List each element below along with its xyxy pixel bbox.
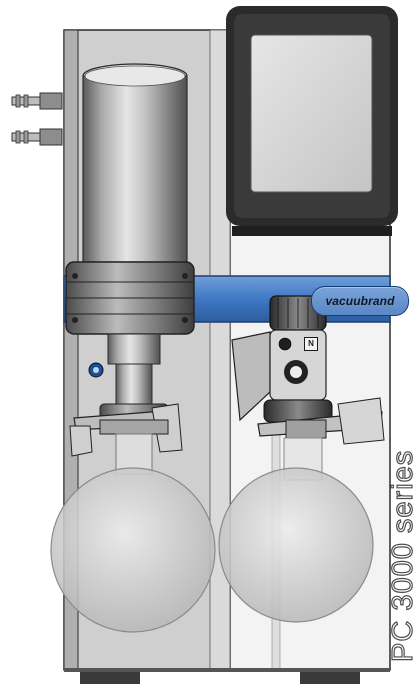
left-flask bbox=[50, 433, 216, 633]
brand-logo: vacuubrand bbox=[311, 286, 409, 316]
display-screen bbox=[250, 34, 373, 193]
product-series-label: PC 3000 series bbox=[386, 449, 419, 662]
right-flask bbox=[218, 437, 374, 623]
touchscreen-display bbox=[226, 6, 398, 236]
valve-mode-label: N bbox=[304, 337, 318, 351]
condenser-cylinder bbox=[65, 63, 195, 421]
hose-barb-icon bbox=[11, 92, 63, 146]
clamp-icon bbox=[257, 397, 385, 445]
clamp-icon bbox=[69, 403, 183, 457]
